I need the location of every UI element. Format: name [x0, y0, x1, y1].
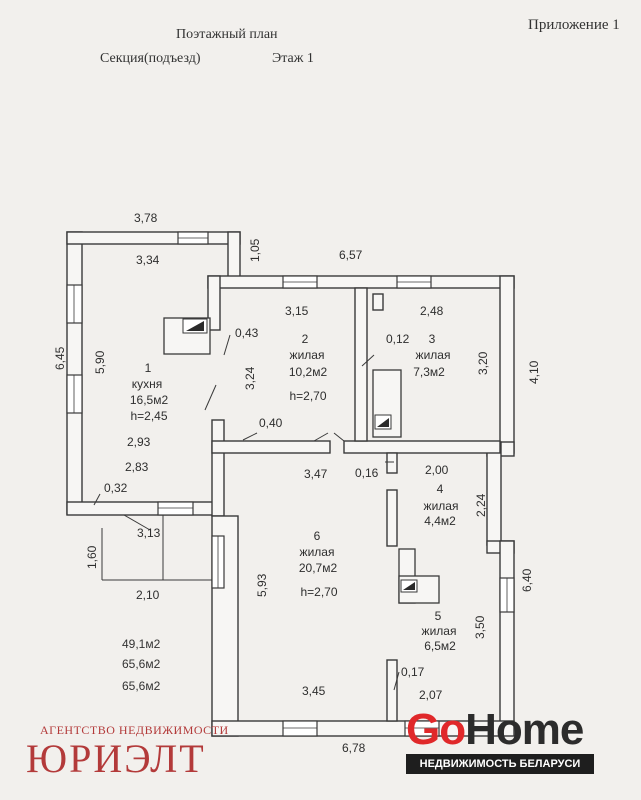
room-4-area: 4,4м2 — [424, 514, 456, 528]
dim-label: 2,07 — [419, 688, 443, 702]
dim-label: 5,90 — [93, 350, 107, 374]
dim-label: 0,43 — [235, 326, 259, 340]
room-1-area: 16,5м2 — [130, 393, 169, 407]
agency-watermark-big: ЮРИЭЛТ — [26, 736, 206, 781]
room-6-area: 20,7м2 — [299, 561, 338, 575]
window — [66, 284, 83, 324]
dim-label: 0,32 — [104, 481, 128, 495]
dim-label: 6,57 — [339, 248, 363, 262]
dim-label: 2,24 — [474, 493, 488, 517]
room-labels: 1 кухня 16,5м2 h=2,45 2 жилая 10,2м2 h=2… — [130, 332, 459, 653]
window — [66, 374, 83, 414]
window-panes — [73, 237, 508, 729]
dim-label: 3,47 — [304, 467, 328, 481]
dim-label: 0,12 — [386, 332, 410, 346]
dim-label: 3,15 — [285, 304, 309, 318]
dim-label: 6,40 — [520, 568, 534, 592]
gohome-tagline: НЕДВИЖИМОСТЬ БЕЛАРУСИ — [406, 754, 594, 774]
kitchen-west-wall — [66, 231, 83, 515]
stove-room3 — [372, 369, 402, 438]
dim-label: 1,60 — [85, 545, 99, 569]
appendix-label: Приложение 1 — [528, 17, 620, 33]
dim-label: 0,16 — [355, 466, 379, 480]
stub-top — [372, 293, 384, 311]
stove-room5 — [398, 548, 440, 604]
dim-label: 4,10 — [527, 360, 541, 384]
partition-room4 — [386, 489, 398, 547]
east-wall-upper — [499, 275, 515, 454]
dim-label: 6,78 — [342, 741, 366, 755]
kitchen-north-east-wall — [227, 231, 241, 279]
section-label: Секция(подъезд) — [100, 51, 201, 66]
dim-label: 0,17 — [401, 665, 425, 679]
dim-label: 3,24 — [243, 366, 257, 390]
window — [404, 720, 440, 737]
room-2-height: h=2,70 — [289, 389, 326, 403]
room-1-name: кухня — [132, 377, 163, 391]
partition-016 — [386, 452, 398, 474]
window — [282, 720, 318, 737]
dim-label: 6,45 — [53, 346, 67, 370]
west-wall-mid — [211, 419, 225, 517]
room-3-name: жилая — [416, 348, 451, 362]
hall-partition-right — [343, 440, 501, 454]
room-4-number: 4 — [437, 482, 444, 496]
north-wall — [207, 275, 515, 289]
east-wall-mid — [486, 441, 502, 546]
window — [157, 501, 194, 516]
room-6-number: 6 — [314, 529, 321, 543]
dim-label: 2,00 — [425, 463, 449, 477]
floor-label: Этаж 1 — [272, 51, 314, 66]
room-5-name: жилая — [422, 624, 457, 638]
stove-kitchen — [163, 317, 211, 355]
gohome-logo-go: Go — [406, 705, 466, 754]
gohome-logo-home: Home — [465, 705, 584, 754]
porch-outline — [101, 515, 212, 581]
room-1-height: h=2,45 — [130, 409, 167, 423]
total-area-1: 49,1м2 — [122, 637, 161, 651]
dim-label: 5,93 — [255, 573, 269, 597]
room-1-number: 1 — [145, 361, 152, 375]
west-wall-upper — [207, 275, 221, 331]
room-2-name: жилая — [290, 348, 325, 362]
hall-partition-left — [211, 440, 331, 454]
room-2-number: 2 — [302, 332, 309, 346]
agency-watermark-small: АГЕНТСТВО НЕДВИЖИМОСТИ — [40, 723, 229, 737]
kitchen-north-wall — [66, 231, 241, 245]
dimension-labels-vertical: 1,05 6,45 5,90 4,10 3,20 3,24 2,24 1,60 … — [53, 238, 541, 639]
total-area-2: 65,6м2 — [122, 657, 161, 671]
plan-title: Поэтажный план — [176, 27, 278, 42]
room-3-number: 3 — [429, 332, 436, 346]
dim-label: 3,34 — [136, 253, 160, 267]
dim-label: 2,93 — [127, 435, 151, 449]
dim-label: 3,13 — [137, 526, 161, 540]
room-4-name: жилая — [424, 499, 459, 513]
dim-label: 3,50 — [473, 615, 487, 639]
dimension-labels: 3,78 3,34 6,57 3,15 2,48 0,43 0,12 0,40 … — [104, 211, 449, 755]
dim-label: 1,05 — [248, 238, 262, 262]
partition-017 — [386, 659, 398, 722]
dim-label: 3,45 — [302, 684, 326, 698]
room2-room3-partition — [354, 287, 368, 442]
dim-label: 3,20 — [476, 351, 490, 375]
dim-label: 3,78 — [134, 211, 158, 225]
dim-label: 0,40 — [259, 416, 283, 430]
room-5-area: 6,5м2 — [424, 639, 456, 653]
dim-label: 2,48 — [420, 304, 444, 318]
room-2-area: 10,2м2 — [289, 365, 328, 379]
dim-label: 2,10 — [136, 588, 160, 602]
room-6-height: h=2,70 — [300, 585, 337, 599]
total-area-3: 65,6м2 — [122, 679, 161, 693]
door-marks — [123, 384, 345, 531]
dim-label: 2,83 — [125, 460, 149, 474]
room-5-number: 5 — [435, 609, 442, 623]
gohome-logo: GoHome — [406, 705, 584, 754]
room-3-area: 7,3м2 — [413, 365, 445, 379]
room-6-name: жилая — [300, 545, 335, 559]
leaders — [93, 334, 400, 691]
